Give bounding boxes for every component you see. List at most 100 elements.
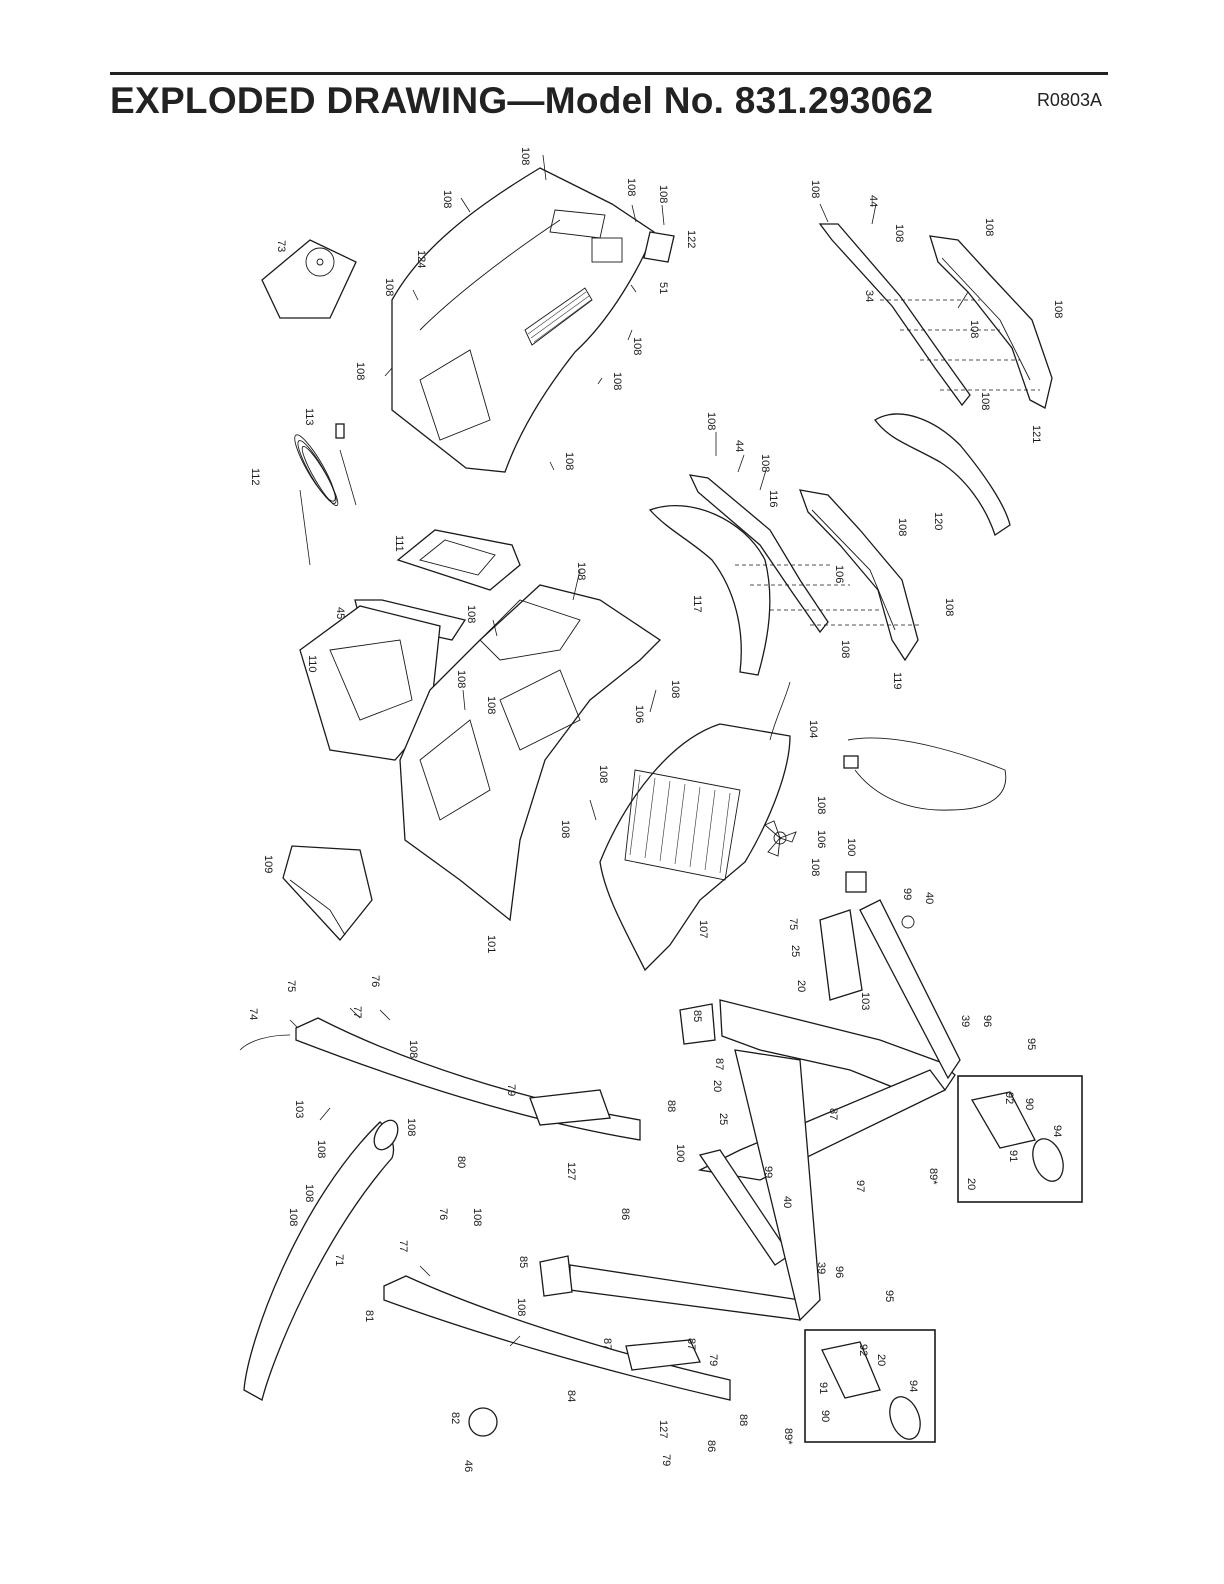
hood-124: [391, 167, 655, 473]
part-number: 86: [705, 1440, 717, 1452]
part-number: 104: [807, 720, 819, 738]
part-number: 108: [896, 518, 908, 536]
plug-113: [335, 423, 345, 439]
part-number: 108: [519, 147, 531, 165]
part-number: 85: [691, 1010, 703, 1022]
part-number: 87: [827, 1108, 839, 1120]
part-number: 117: [691, 595, 703, 613]
cable-74: [239, 1034, 291, 1051]
part-number: 77: [351, 1006, 363, 1018]
handrail-34: [818, 223, 971, 407]
part-number: 73: [275, 240, 287, 252]
part-number: 108: [485, 696, 497, 714]
wheel-box-left: [804, 1329, 936, 1443]
part-number: 127: [657, 1420, 669, 1438]
part-number: 80: [455, 1156, 467, 1168]
part-number: 106: [633, 705, 645, 723]
part-number: 46: [462, 1460, 474, 1472]
wheel-box-right: [957, 1075, 1083, 1203]
part-number: 108: [354, 362, 366, 380]
part-number: 92: [857, 1344, 869, 1356]
part-number: 108: [983, 218, 995, 236]
part-number: 79: [660, 1454, 672, 1466]
part-number: 20: [795, 980, 807, 992]
part-number: 25: [717, 1113, 729, 1125]
part-number: 51: [657, 282, 669, 294]
part-number: 75: [787, 918, 799, 930]
rail-80: [295, 1017, 641, 1141]
part-number: 108: [631, 337, 643, 355]
part-number: 95: [883, 1290, 895, 1302]
wire-harness: [769, 681, 791, 741]
part-number: 45: [334, 607, 346, 619]
part-number: 108: [405, 1118, 417, 1136]
part-number: 88: [737, 1414, 749, 1426]
part-number: 90: [1023, 1098, 1035, 1110]
part-number: 92: [1003, 1092, 1015, 1104]
part-number: 94: [1051, 1125, 1063, 1137]
upright-116: [688, 474, 829, 634]
part-number: 108: [1052, 300, 1064, 318]
part-number: 89*: [782, 1428, 794, 1445]
part-number: 85: [517, 1256, 529, 1268]
part-number: 119: [891, 672, 903, 690]
bumper-100: [845, 871, 867, 893]
part-number: 44: [867, 195, 879, 207]
part-number: 108: [559, 820, 571, 838]
part-number: 108: [669, 680, 681, 698]
part-number: 108: [968, 320, 980, 338]
part-number: 108: [383, 278, 395, 296]
frame-97: [569, 899, 961, 1322]
part-number: 122: [685, 230, 697, 248]
part-number: 91: [1007, 1150, 1019, 1162]
upright-103: [819, 909, 863, 1001]
part-labels: 108 108 108 108 122 124 73 108 51 108 10…: [247, 147, 1064, 1472]
tray-111: [396, 529, 521, 591]
part-number: 99: [901, 888, 913, 900]
part-number: 116: [767, 490, 779, 508]
part-number: 108: [465, 605, 477, 623]
part-number: 84: [565, 1390, 577, 1402]
part-number: 108: [893, 224, 905, 242]
part-number: 44: [733, 440, 745, 452]
part-number: 90: [819, 1410, 831, 1422]
part-number: 108: [563, 452, 575, 470]
part-number: 20: [875, 1354, 887, 1366]
console-cap-122: [643, 231, 675, 263]
part-number: 108: [515, 1298, 527, 1316]
header-rule: [110, 72, 1108, 75]
part-number: 86: [619, 1208, 631, 1220]
part-number: 88: [665, 1100, 677, 1112]
fan-106: [764, 820, 797, 857]
part-number: 108: [625, 178, 637, 196]
part-number: 101: [485, 935, 497, 953]
part-number: 74: [247, 1008, 259, 1020]
part-number: 76: [437, 1208, 449, 1220]
cable-112: [294, 434, 357, 566]
part-number: 82: [449, 1412, 461, 1424]
part-number: 108: [303, 1184, 315, 1202]
part-number: 112: [249, 468, 261, 486]
part-number: 106: [833, 565, 845, 583]
part-number: 39: [815, 1262, 827, 1274]
part-number: 108: [455, 670, 467, 688]
part-number: 87: [601, 1338, 613, 1350]
part-number: 79: [505, 1084, 517, 1096]
part-number: 25: [789, 945, 801, 957]
part-number: 124: [415, 250, 427, 268]
part-number: 103: [859, 992, 871, 1010]
part-number: 108: [809, 858, 821, 876]
endcap-82: [468, 1407, 498, 1437]
motor-hood-107: [599, 723, 791, 972]
part-number: 108: [815, 796, 827, 814]
part-number: 103: [293, 1100, 305, 1118]
part-number: 96: [981, 1015, 993, 1027]
part-number: 99: [762, 1166, 774, 1178]
part-number: 20: [711, 1080, 723, 1092]
part-number: 120: [932, 512, 944, 530]
part-number: 108: [407, 1040, 419, 1058]
bottle-holder-109: [282, 845, 373, 941]
part-number: 94: [907, 1380, 919, 1392]
part-number: 39: [959, 1015, 971, 1027]
page-header: EXPLODED DRAWING—Model No. 831.293062 R0…: [110, 70, 1108, 122]
